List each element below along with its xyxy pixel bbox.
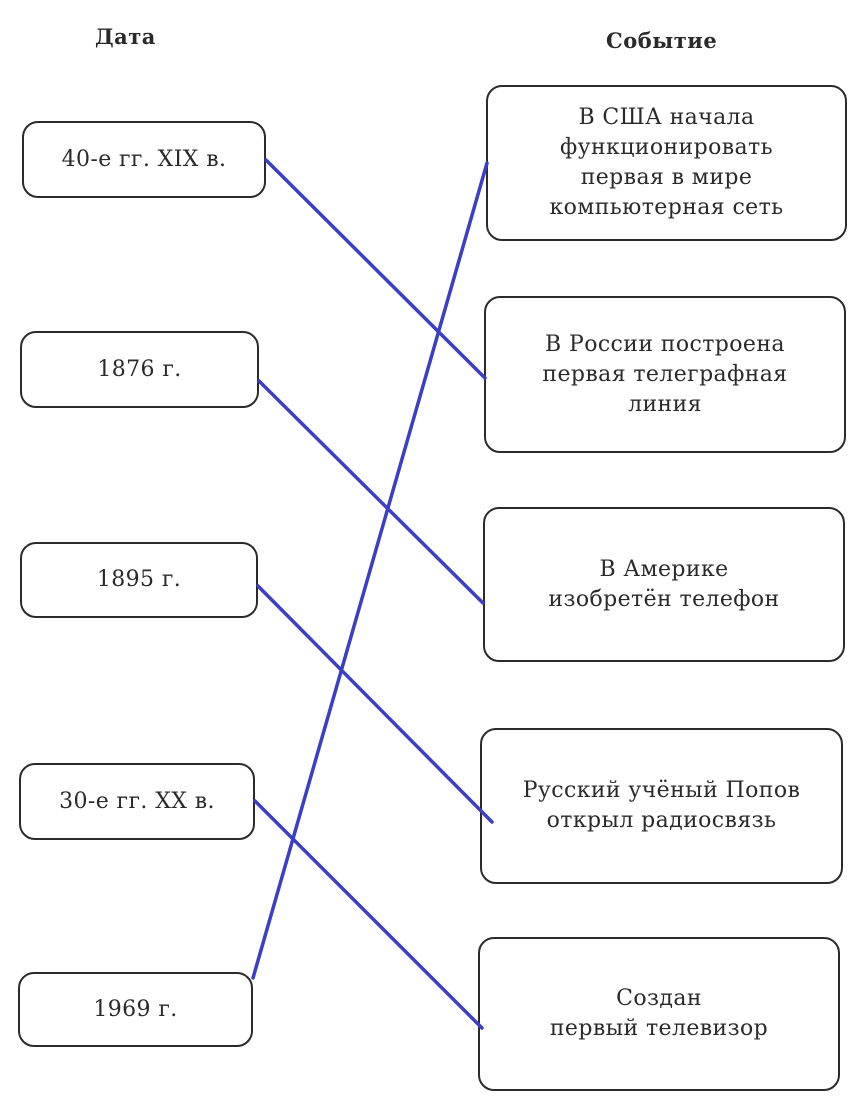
date-box-2: 1876 г.: [20, 331, 259, 408]
match-line-1: [264, 158, 487, 380]
event-column-heading: Событие: [606, 28, 718, 53]
date-box-5: 1969 г.: [18, 972, 253, 1047]
match-line-4: [253, 799, 484, 1030]
match-line-2: [257, 379, 485, 605]
match-line-3: [256, 584, 494, 824]
match-line-5: [251, 161, 489, 980]
event-box-2: В России построена первая телеграфная ли…: [484, 296, 846, 453]
date-box-1: 40-е гг. XIX в.: [22, 121, 266, 198]
event-box-5: Создан первый телевизор: [478, 937, 840, 1091]
date-box-3: 1895 г.: [20, 542, 258, 618]
event-box-1: В США начала функционировать первая в ми…: [486, 85, 847, 241]
date-box-4: 30-е гг. XX в.: [19, 763, 255, 840]
event-box-3: В Америке изобретён телефон: [483, 507, 845, 662]
event-box-4: Русский учёный Попов открыл радиосвязь: [480, 728, 843, 884]
date-column-heading: Дата: [95, 24, 156, 49]
